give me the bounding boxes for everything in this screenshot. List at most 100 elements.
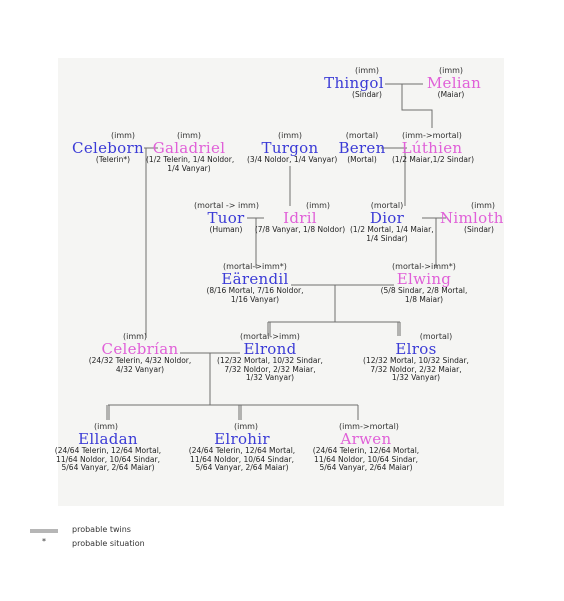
detail-dior-1: (1/2 Mortal, 1/4 Maiar,: [350, 225, 434, 234]
person-arwen: (imm->mortal) Arwen (24/64 Telerin, 12/6…: [310, 422, 422, 473]
detail-elwing-1: (5/8 Sindar, 2/8 Mortal,: [380, 286, 468, 295]
status-arwen: (imm->mortal): [339, 422, 399, 431]
name-galadriel: Galadriel: [152, 139, 226, 157]
legend-twins-label: probable twins: [72, 525, 131, 534]
status-elros: (mortal): [419, 332, 453, 341]
person-tuor: (mortal -> imm) Tuor (Human): [194, 201, 259, 235]
detail-nimloth: (Sindar): [464, 225, 494, 234]
name-melian: Melian: [426, 74, 482, 92]
person-celeborn: (imm) Celeborn (Telerin*): [70, 131, 146, 165]
name-tuor: Tuor: [207, 209, 245, 227]
status-celebrian: (imm): [122, 332, 148, 341]
status-dior: (mortal): [370, 201, 404, 210]
name-celeborn: Celeborn: [72, 139, 144, 157]
diagram-panel: [58, 58, 504, 506]
status-earendil: (mortal->imm*): [223, 262, 287, 271]
person-celebrian: (imm) Celebrían (24/32 Telerin, 4/32 Nol…: [84, 332, 196, 374]
name-turgon: Turgon: [261, 139, 319, 157]
status-elrond: (mortal->imm): [240, 332, 300, 341]
person-galadriel: (imm) Galadriel (1/2 Telerin, 1/4 Noldor…: [146, 131, 235, 173]
person-beren: (mortal) Beren (Mortal): [338, 131, 386, 165]
person-elrohir: (imm) Elrohir (24/64 Telerin, 12/64 Mort…: [186, 422, 298, 473]
legend-situation: probable situation: [72, 539, 145, 548]
person-turgon: (imm) Turgon (3/4 Noldor, 1/4 Vanyar): [247, 131, 338, 165]
detail-elrond-2: 7/32 Noldor, 2/32 Maiar,: [224, 364, 316, 374]
detail-dior-2: 1/4 Sindar): [366, 233, 408, 243]
name-celebrian: Celebrían: [101, 340, 179, 358]
detail-turgon: (3/4 Noldor, 1/4 Vanyar): [247, 155, 338, 164]
legend-situation-symbol: *: [42, 537, 46, 546]
detail-arwen-3: 5/64 Vanyar, 2/64 Maiar): [319, 463, 413, 472]
person-elros: (mortal) Elros (12/32 Mortal, 10/32 Sind…: [362, 332, 470, 383]
person-elrond: (mortal->imm) Elrond (12/32 Mortal, 10/3…: [216, 332, 324, 383]
detail-tuor: (Human): [209, 225, 243, 234]
person-earendil: (mortal->imm*) Eärendil (8/16 Mortal, 7/…: [200, 262, 310, 304]
detail-luthien: (1/2 Maiar,1/2 Sindar): [392, 155, 475, 164]
detail-elrond-1: (12/32 Mortal, 10/32 Sindar,: [217, 356, 323, 365]
person-thingol: (imm) Thingol (Sindar): [322, 66, 386, 100]
name-earendil: Eärendil: [221, 270, 289, 288]
detail-galadriel-2: 1/4 Vanyar): [167, 163, 211, 173]
detail-idril: (7/8 Vanyar, 1/8 Noldor): [254, 225, 346, 234]
name-luthien: Lúthien: [401, 139, 463, 157]
person-idril: (imm) Idril (7/8 Vanyar, 1/8 Noldor): [252, 201, 348, 235]
person-elwing: (mortal->imm*) Elwing (5/8 Sindar, 2/8 M…: [376, 262, 472, 304]
status-thingol: (imm): [354, 66, 380, 75]
name-nimloth: Nimloth: [440, 209, 504, 227]
name-elrohir: Elrohir: [214, 430, 270, 448]
detail-thingol: (Sindar): [352, 90, 382, 99]
status-celeborn: (imm): [110, 131, 136, 140]
person-luthien: (imm->mortal) Lúthien (1/2 Maiar,1/2 Sin…: [392, 131, 475, 165]
detail-beren: (Mortal): [347, 155, 377, 164]
status-nimloth: (imm): [470, 201, 496, 210]
detail-elladan-2: 11/64 Noldor, 10/64 Sindar,: [56, 454, 160, 464]
detail-elrohir-3: 5/64 Vanyar, 2/64 Maiar): [195, 463, 289, 472]
status-beren: (mortal): [345, 131, 379, 140]
name-elwing: Elwing: [396, 270, 452, 288]
detail-melian: (Maiar): [437, 90, 465, 99]
detail-arwen-1: (24/64 Telerin, 12/64 Mortal,: [312, 446, 420, 455]
person-melian: (imm) Melian (Maiar): [424, 66, 484, 100]
detail-elrond-3: 1/32 Vanyar): [245, 373, 295, 382]
detail-elros-1: (12/32 Mortal, 10/32 Sindar,: [363, 356, 469, 365]
name-arwen: Arwen: [340, 430, 392, 448]
status-elrohir: (imm): [233, 422, 259, 431]
detail-elrohir-1: (24/64 Telerin, 12/64 Mortal,: [188, 446, 296, 455]
status-luthien: (imm->mortal): [402, 131, 462, 140]
name-elladan: Elladan: [78, 430, 138, 448]
detail-elwing-2: 1/8 Maiar): [404, 294, 444, 304]
name-idril: Idril: [283, 209, 317, 227]
person-elladan: (imm) Elladan (24/64 Telerin, 12/64 Mort…: [52, 422, 164, 473]
status-melian: (imm): [438, 66, 464, 75]
detail-earendil-1: (8/16 Mortal, 7/16 Noldor,: [206, 286, 304, 295]
person-nimloth: (imm) Nimloth (Sindar): [440, 201, 504, 235]
status-turgon: (imm): [277, 131, 303, 140]
status-galadriel: (imm): [176, 131, 202, 140]
detail-elladan-1: (24/64 Telerin, 12/64 Mortal,: [54, 446, 162, 455]
person-dior: (mortal) Dior (1/2 Mortal, 1/4 Maiar, 1/…: [350, 201, 434, 243]
legend-situation-label: probable situation: [72, 539, 145, 548]
name-thingol: Thingol: [324, 74, 384, 92]
name-elros: Elros: [395, 340, 437, 358]
name-beren: Beren: [338, 139, 386, 157]
detail-celebrian-2: 4/32 Vanyar): [115, 364, 165, 374]
detail-elros-3: 1/32 Vanyar): [391, 373, 441, 382]
status-elwing: (mortal->imm*): [392, 262, 456, 271]
legend-twins: probable twins: [72, 525, 131, 534]
detail-arwen-2: 11/64 Noldor, 10/64 Sindar,: [314, 454, 418, 464]
detail-galadriel-1: (1/2 Telerin, 1/4 Noldor,: [146, 155, 235, 164]
legend-situation-mark: *: [42, 537, 46, 546]
name-dior: Dior: [369, 209, 405, 227]
detail-earendil-2: 1/16 Vanyar): [230, 294, 280, 304]
detail-elros-2: 7/32 Noldor, 2/32 Maiar,: [370, 364, 462, 374]
detail-elladan-3: 5/64 Vanyar, 2/64 Maiar): [61, 463, 155, 472]
detail-celeborn: (Telerin*): [95, 155, 131, 164]
status-tuor: (mortal -> imm): [194, 201, 259, 210]
detail-celebrian-1: (24/32 Telerin, 4/32 Noldor,: [88, 356, 192, 365]
detail-elrohir-2: 11/64 Noldor, 10/64 Sindar,: [190, 454, 294, 464]
status-idril: (imm): [305, 201, 331, 210]
status-elladan: (imm): [93, 422, 119, 431]
name-elrond: Elrond: [243, 340, 297, 358]
